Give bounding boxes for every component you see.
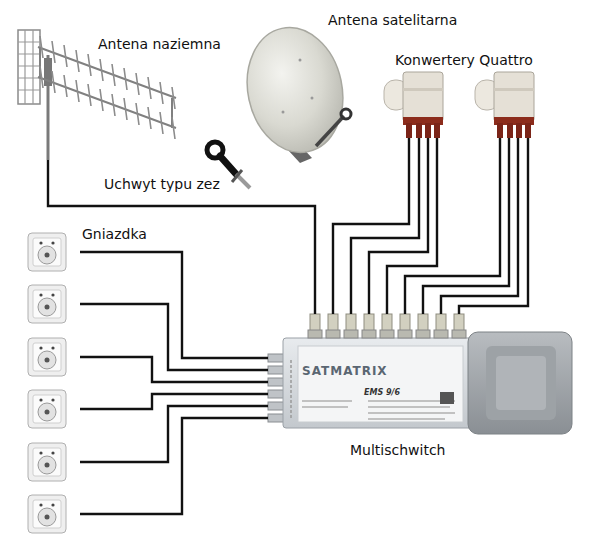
satellite-dish-drawing [236,19,354,163]
lnb-drawings [384,72,534,138]
wall-sockets: Gniazdka [22,226,80,534]
coax-cable [80,418,268,514]
node-label: EMS 9/6 [364,388,400,398]
coax-cable [387,138,437,314]
dish-rivet [299,59,302,62]
coax-cable [80,406,268,462]
antenna-reflector [18,30,40,104]
multiswitch-drawing [268,314,572,434]
multiswitch-body [283,338,475,428]
dish-rivet [311,97,314,100]
coax-cable [80,357,268,382]
coax-cable [369,138,428,314]
input-ports [308,314,466,338]
coax-cable [423,138,509,314]
coax-cable [405,138,500,314]
satellite-dish: Antena satelitarna [240,8,370,168]
approval-mark [440,392,454,404]
antenna-booms [38,47,176,128]
socket-drawings [28,233,66,533]
sticker-print [302,401,455,419]
coax-cable [351,138,419,314]
output-ports [268,354,284,422]
coax-cable [80,394,268,409]
node-label: Konwertery Quattro [395,52,533,69]
node-label: Multischwitch [350,442,445,459]
cap-rib [486,346,556,420]
side-print [290,360,292,420]
socket-drawing [28,285,66,323]
coax-cable [459,138,528,314]
lnb-drawing [384,72,443,138]
part-label: Uchwyt typu zez [104,176,220,193]
bracket-rod [220,156,236,174]
coax-cable [80,304,268,370]
lnb-holder [341,109,351,119]
bracket-nut [232,170,242,182]
multiswitch: SATMATRIX EMS 9/6Multischwitch [268,314,575,460]
lnb-drawing [475,72,534,138]
antenna-reflector-grid [18,30,40,104]
node-label: Antena satelitarna [328,12,457,29]
socket-drawing [28,390,66,428]
socket-drawing [28,338,66,376]
dish-arm [316,116,344,146]
node-label: Gniazdka [82,226,147,243]
node-label: Antena naziemna [98,36,221,53]
quattro-lnb-pair: Konwertery Quattro [380,50,540,138]
dish-rivet [282,111,285,114]
coax-cable [80,252,268,358]
coax-cable [441,138,518,314]
multiswitch-sticker [298,346,463,422]
node-label: SATMATRIX [302,364,388,378]
socket-drawing [28,443,66,481]
multiswitch-cap [468,332,572,434]
socket-drawing [28,495,66,533]
cap-rib [496,356,546,410]
coax-cable [48,160,315,314]
coax-cable [333,138,409,314]
socket-drawing [28,233,66,271]
terrestrial-antenna: Antena naziemna [18,22,198,160]
dish-reflector [236,19,354,162]
